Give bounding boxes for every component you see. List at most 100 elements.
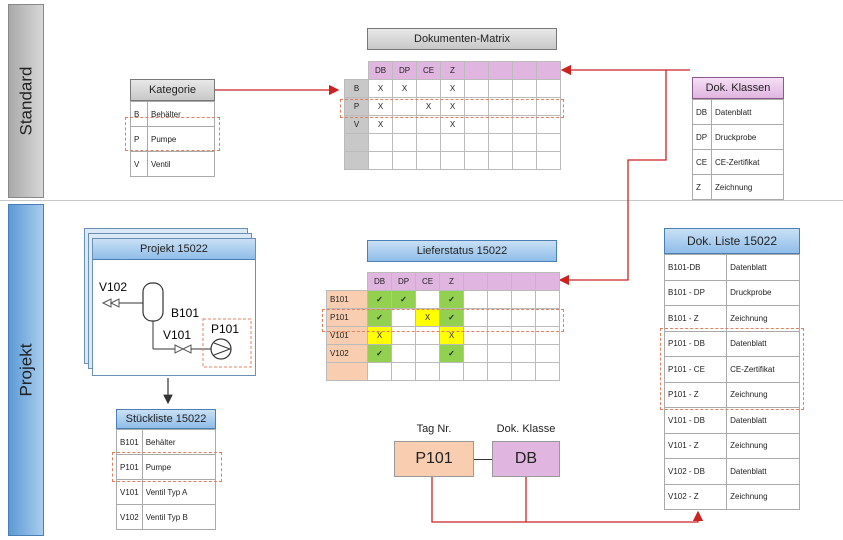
row-header: P [344, 97, 369, 116]
matrix-cell [512, 79, 537, 98]
matrix-cell: X [368, 115, 393, 134]
doc-class: Datenblatt [726, 407, 800, 434]
matrix-cell [416, 133, 441, 152]
tag-value-box: P101 [394, 441, 474, 477]
matrix-cell [511, 362, 536, 381]
matrix-cell [464, 115, 489, 134]
matrix-cell [488, 133, 513, 152]
table-row [344, 151, 561, 170]
doc-code: B101 - Z [663, 305, 728, 332]
row-header: B101 [326, 290, 368, 309]
column-header [536, 61, 561, 80]
matrix-cell [463, 290, 488, 309]
column-header [487, 272, 512, 291]
column-header: DP [392, 61, 417, 80]
matrix-cell [535, 290, 560, 309]
row-header: B [344, 79, 369, 98]
band-divider [0, 200, 843, 201]
matrix-cell [487, 290, 512, 309]
pid-diagram: V102 B101 V101 P101 [99, 280, 252, 368]
row-header [344, 151, 369, 170]
doc-code: V102 - Z [663, 483, 728, 510]
row-header: P101 [326, 308, 368, 327]
matrix-cell: ✓ [391, 290, 416, 309]
matrix-cell [487, 362, 512, 381]
highlight-dokliste-p101 [660, 328, 804, 410]
matrix-cell [535, 362, 560, 381]
matrix-title: Dokumenten-Matrix [367, 28, 557, 50]
matrix-cell: ✓ [439, 290, 464, 309]
klassen-title: Dok. Klassen [692, 77, 784, 99]
matrix-cell [367, 362, 392, 381]
matrix-cell: X [392, 79, 417, 98]
dokliste-title: Dok. Liste 15022 [664, 228, 800, 254]
column-header: DB [367, 272, 392, 291]
doc-code: V102 - DB [663, 458, 728, 485]
matrix-cell: ✓ [367, 290, 392, 309]
matrix-cell [439, 362, 464, 381]
matrix-cell [463, 344, 488, 363]
matrix-cell [440, 133, 465, 152]
doc-code: V101 - DB [663, 407, 728, 434]
matrix-cell [511, 344, 536, 363]
matrix-cell [536, 79, 561, 98]
doc-code: V101 - Z [663, 432, 728, 459]
matrix-cell [464, 79, 489, 98]
matrix-corner [327, 273, 368, 291]
column-header: Z [439, 272, 464, 291]
matrix-cell [416, 151, 441, 170]
matrix-cell [415, 344, 440, 363]
matrix-cell [488, 115, 513, 134]
matrix-cell [392, 115, 417, 134]
column-header: DP [391, 272, 416, 291]
column-header: CE [415, 272, 440, 291]
label-p101: P101 [211, 322, 239, 336]
highlight-stueckliste-p101 [112, 452, 222, 482]
column-header [535, 272, 560, 291]
matrix-cell [391, 344, 416, 363]
matrix-cell [536, 133, 561, 152]
doc-class: Zeichnung [726, 432, 800, 459]
highlight-lieferstatus-p101 [322, 309, 564, 332]
matrix-cell [512, 115, 537, 134]
matrix-cell [535, 344, 560, 363]
matrix-cell [415, 362, 440, 381]
tag-klasse-connector [474, 459, 494, 460]
matrix-cell [488, 79, 513, 98]
matrix-cell: ✓ [439, 344, 464, 363]
vessel-b101-icon [142, 282, 164, 322]
matrix-cell: X [440, 79, 465, 98]
matrix-cell [391, 362, 416, 381]
column-header: CE [416, 61, 441, 80]
projekt-band-label: Projekt [8, 204, 44, 536]
doc-class: Datenblatt [726, 254, 800, 281]
matrix-corner [345, 62, 369, 80]
doc-class: Druckprobe [726, 279, 800, 306]
matrix-cell [392, 151, 417, 170]
doc-class: Zeichnung [726, 483, 800, 510]
matrix-cell [415, 290, 440, 309]
row-header: V102 [326, 344, 368, 363]
matrix-cell [392, 133, 417, 152]
projekt-card: Projekt 15022 V102 B101 V101 P101 [92, 238, 256, 376]
matrix-cell: X [368, 79, 393, 98]
doc-class: Datenblatt [726, 458, 800, 485]
